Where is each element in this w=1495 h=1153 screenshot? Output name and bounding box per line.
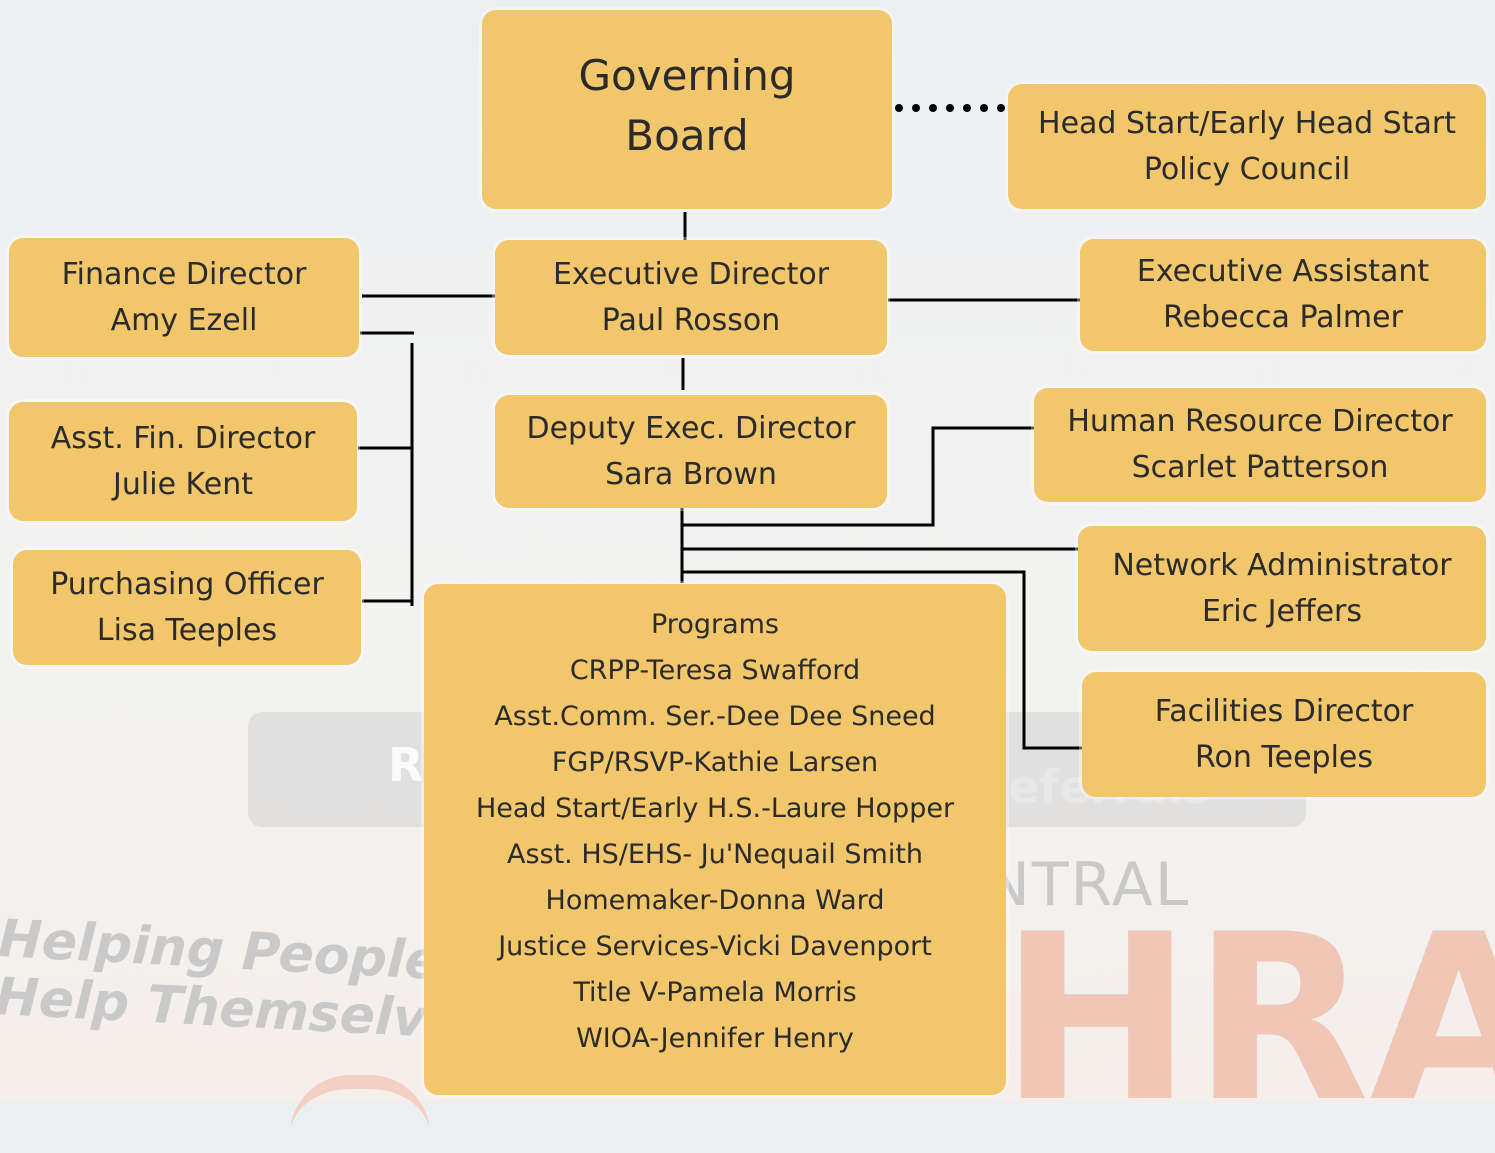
deputy-exec-director-box: Deputy Exec. Director Sara Brown bbox=[495, 395, 887, 508]
executive-assistant-name: Rebecca Palmer bbox=[1163, 300, 1403, 335]
programs-item: Asst.Comm. Ser.-Dee Dee Sneed bbox=[494, 701, 936, 732]
executive-director-title: Executive Director bbox=[552, 256, 830, 292]
deputy-exec-director-name: Sara Brown bbox=[605, 456, 777, 492]
dotted-connector-dot bbox=[946, 104, 954, 112]
programs-item: Justice Services-Vicki Davenport bbox=[498, 931, 932, 962]
executive-director-name: Paul Rosson bbox=[601, 302, 781, 338]
programs-item: WIOA-Jennifer Henry bbox=[576, 1023, 854, 1054]
asst-fin-director-box: Asst. Fin. Director Julie Kent bbox=[9, 402, 357, 521]
policy-council-line2: Policy Council bbox=[1143, 151, 1351, 187]
programs-item: Title V-Pamela Morris bbox=[573, 977, 857, 1008]
asst-fin-director-title: Asst. Fin. Director bbox=[50, 420, 316, 456]
connector-deputy-to-facilities bbox=[682, 570, 1082, 750]
governing-board-box: Governing Board bbox=[482, 10, 892, 209]
dotted-connector-dot bbox=[980, 104, 988, 112]
facilities-director-title: Facilities Director bbox=[1154, 693, 1414, 729]
programs-item: CRPP-Teresa Swafford bbox=[569, 655, 861, 686]
policy-council-line1: Head Start/Early Head Start bbox=[1038, 105, 1456, 141]
org-chart-connectors bbox=[358, 104, 1082, 750]
dotted-connector-dot bbox=[929, 104, 937, 112]
programs-item: Asst. HS/EHS- Ju'Nequail Smith bbox=[506, 839, 924, 870]
dotted-connector-dot bbox=[912, 104, 920, 112]
hr-director-box: Human Resource Director Scarlet Patterso… bbox=[1034, 388, 1486, 502]
purchasing-officer-name: Lisa Teeples bbox=[96, 612, 278, 648]
facilities-director-name: Ron Teeples bbox=[1194, 739, 1373, 775]
facilities-director-box: Facilities Director Ron Teeples bbox=[1082, 672, 1486, 797]
dotted-connector-dot bbox=[895, 104, 903, 112]
purchasing-officer-title: Purchasing Officer bbox=[50, 566, 324, 602]
connector-deputy-to-hr bbox=[682, 426, 1034, 527]
programs-item: FGP/RSVP-Kathie Larsen bbox=[551, 747, 879, 778]
finance-director-title: Finance Director bbox=[61, 256, 307, 292]
policy-council-box: Head Start/Early Head Start Policy Counc… bbox=[1008, 84, 1486, 209]
dotted-connector-dot bbox=[963, 104, 971, 112]
dotted-connector-dot bbox=[997, 104, 1005, 112]
executive-assistant-box: Executive Assistant Rebecca Palmer bbox=[1080, 239, 1486, 351]
governing-board-line2: Board bbox=[625, 110, 749, 160]
hr-director-name: Scarlet Patterson bbox=[1131, 450, 1389, 485]
executive-assistant-title: Executive Assistant bbox=[1136, 254, 1430, 289]
purchasing-officer-box: Purchasing Officer Lisa Teeples bbox=[13, 550, 361, 665]
programs-box: Programs CRPP-Teresa Swafford Asst.Comm.… bbox=[424, 584, 1006, 1095]
executive-director-box: Executive Director Paul Rosson bbox=[495, 240, 887, 355]
finance-director-box: Finance Director Amy Ezell bbox=[9, 238, 359, 357]
programs-item: Homemaker-Donna Ward bbox=[545, 885, 885, 916]
hr-director-title: Human Resource Director bbox=[1067, 404, 1453, 439]
finance-director-name: Amy Ezell bbox=[110, 302, 258, 338]
programs-title: Programs bbox=[651, 609, 779, 640]
programs-item: Head Start/Early H.S.-Laure Hopper bbox=[475, 793, 955, 824]
asst-fin-director-name: Julie Kent bbox=[113, 466, 253, 502]
network-admin-name: Eric Jeffers bbox=[1201, 593, 1363, 629]
governing-board-line1: Governing bbox=[578, 50, 796, 100]
network-admin-box: Network Administrator Eric Jeffers bbox=[1078, 526, 1486, 651]
deputy-exec-director-title: Deputy Exec. Director bbox=[526, 410, 856, 446]
network-admin-title: Network Administrator bbox=[1112, 547, 1452, 583]
